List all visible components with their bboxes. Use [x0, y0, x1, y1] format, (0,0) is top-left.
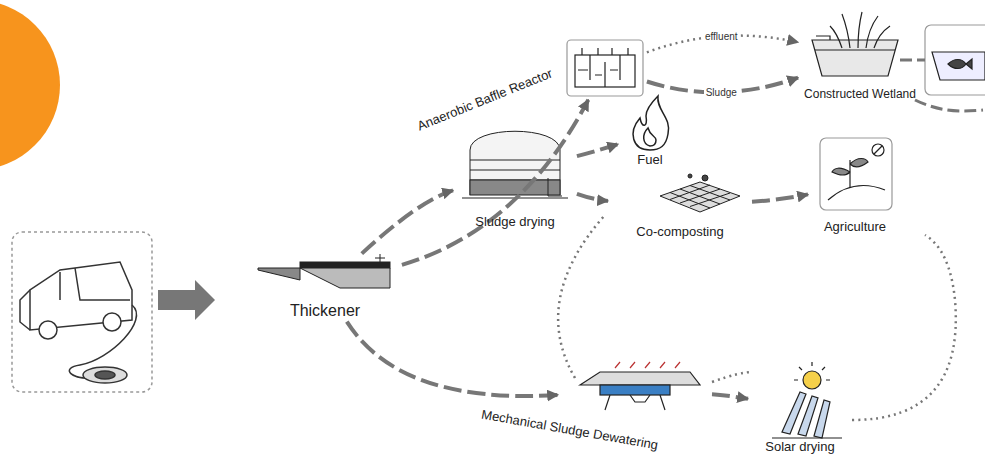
thickener-icon	[258, 254, 390, 288]
dotted-flow-line	[712, 372, 752, 382]
node-label: Mechanical Sludge Dewatering	[480, 407, 659, 453]
process-node: Constructed Wetland	[800, 10, 920, 102]
process-node: Sludge drying	[455, 115, 575, 230]
node-label: Sludge drying	[475, 215, 555, 230]
fish-pond-icon	[925, 25, 985, 95]
node-label: Solar drying	[765, 440, 834, 455]
compost-grid-icon	[660, 174, 740, 212]
process-node: Thickener	[250, 255, 400, 320]
baffle-reactor-icon	[567, 40, 643, 96]
flow-arrow	[712, 394, 748, 399]
node-label: Fuel	[637, 153, 662, 168]
process-node: Anaerobic Baffle Reactor	[565, 38, 645, 98]
solar-dryer-icon	[772, 362, 842, 438]
wetland-outflow-line	[900, 59, 925, 62]
edge-label: Sludge	[704, 87, 739, 98]
wetland-outflow-line	[915, 100, 983, 111]
process-node: Fuel	[620, 100, 680, 168]
flame-icon	[633, 96, 669, 150]
flow-arrow	[362, 190, 453, 253]
flow-arrow	[347, 322, 558, 396]
drying-bed-icon	[462, 131, 568, 198]
node-label: Anaerobic Baffle Reactor	[415, 66, 554, 134]
dotted-flow-line	[558, 215, 605, 378]
flow-arrow	[577, 144, 618, 156]
node-label: Agriculture	[824, 220, 886, 235]
process-node: Solar drying	[750, 360, 850, 455]
node-label: Thickener	[290, 302, 360, 320]
flow-arrow	[752, 194, 808, 201]
process-node: Co-composting	[610, 172, 750, 240]
orange-disc	[0, 0, 60, 170]
node-label: Constructed Wetland	[804, 88, 916, 102]
edge-label: effluent	[703, 31, 740, 42]
vacuum-truck-icon	[12, 232, 152, 392]
node-label: Co-composting	[636, 225, 723, 240]
flow-arrow	[577, 194, 608, 201]
dotted-flow-line	[852, 235, 956, 420]
agriculture-icon	[820, 138, 892, 210]
process-node: Agriculture	[810, 135, 900, 235]
wetland-icon	[812, 12, 898, 76]
process-node: Mechanical Sludge Dewatering	[560, 365, 710, 415]
belt-press-icon	[580, 362, 700, 410]
big-arrow	[158, 280, 215, 320]
